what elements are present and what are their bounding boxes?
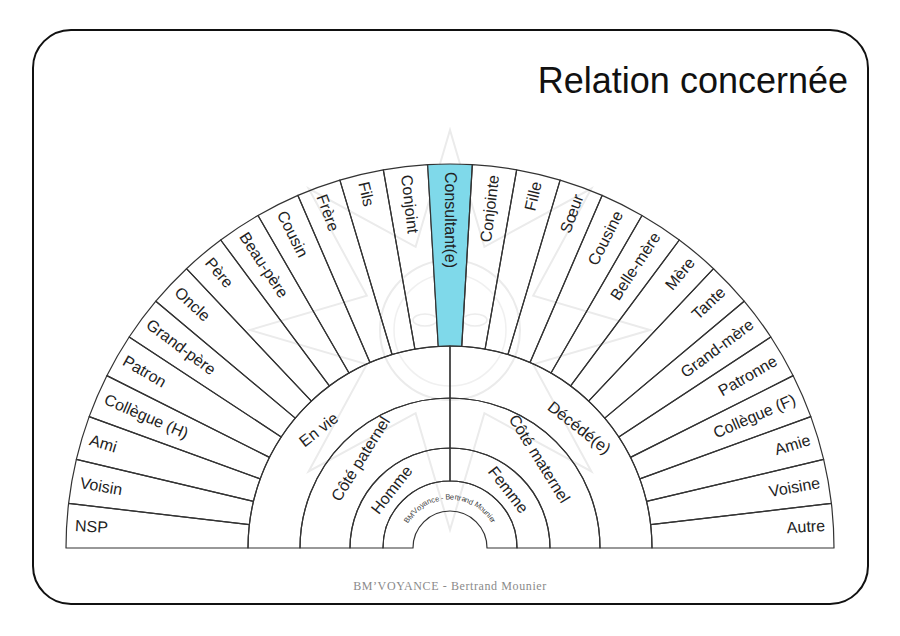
segment-outline [129,301,295,437]
segment-outline [383,481,517,548]
relation-label: Autre [787,517,826,537]
footer-credit: BM’VOYANCE - Bertrand Mounier [353,579,547,594]
ring-segment: Décédé(e) [448,344,654,550]
category-label: Homme [368,462,417,517]
segment-outline [298,180,392,362]
segment-shape [246,344,452,550]
curved-letter: B [445,492,450,501]
ring-segment: Fille [483,167,563,357]
category-label: Décédé(e) [544,398,614,458]
relation-label: Beau-père [236,229,292,301]
ring-segment: Frère [295,178,395,365]
segment-outline [631,376,811,479]
ring-segment: Autre [648,501,836,550]
segment-shape [381,479,519,550]
sun-watermark-eye [463,314,487,326]
relation-label: Consultant(e) [441,172,459,268]
sun-watermark-eye [413,314,437,326]
relation-label: Fille [521,180,545,213]
segment-outline [428,164,473,346]
chart-title: Relation concernée [538,60,848,102]
segment-shape [448,344,654,550]
ring-segment: Collègue (F) [628,373,813,481]
relation-label: Grand-père [143,316,219,379]
relation-label: Amie [773,432,813,460]
segment-outline [619,337,793,457]
segment-shape [483,167,563,357]
relation-label: Voisin [78,474,123,499]
relation-label: Tante [689,283,730,323]
segment-outline [450,346,652,548]
page-frame [33,30,868,604]
relation-label: Collègue (H) [101,391,191,443]
ring-segment: Voisine [644,457,834,527]
relation-label: Père [201,254,237,291]
segment-outline [350,448,450,548]
relation-label: Conjointe [477,173,503,242]
ring-segment: Côté maternel [448,396,602,550]
relation-label: Sœur [556,192,587,236]
segment-shape [255,193,372,376]
segment-outline [89,376,269,479]
ring-segment: Belle-mère [549,213,682,388]
relation-label: Belle-mère [607,229,665,304]
segment-outline [551,215,679,386]
ring-segment: Cousin [255,193,372,376]
curved-credit: BM'Voyance - Bertrand Mounier [381,479,519,550]
relation-label: Patronne [715,352,780,400]
segment-outline [508,180,602,362]
segment-outline [66,503,249,548]
relation-label: Cousine [584,208,626,269]
relation-label: Collègue (F) [711,391,799,442]
ring-segment: Grand-père [127,299,298,439]
category-label: Femme [484,463,532,517]
segment-shape [295,178,395,365]
ring-segment: Côté paternel [298,396,452,550]
ring-segment: En vie [246,344,452,550]
segment-outline [462,165,517,349]
segment-outline [69,459,254,524]
ring-segment: Sœur [505,178,605,365]
relation-label: Voisine [768,474,822,501]
relation-label: Conjoint [397,173,422,233]
segment-outline [651,503,834,548]
ring-segment: NSP [64,501,252,550]
segment-outline [485,170,560,355]
segment-outline [450,398,600,548]
relation-label: Fils [355,180,378,208]
relation-label: Frère [313,192,343,234]
relation-label: Ami [87,432,119,457]
ring-segment: Collègue (H) [87,373,272,481]
segment-outline [258,195,370,373]
ring-segment: Patronne [616,334,796,460]
ring-segment: BM'Voyance - Bertrand Mounier [381,479,519,550]
curved-letter: - [440,493,444,502]
relation-label: NSP [74,517,108,537]
segment-outline [450,448,550,548]
relation-label: Mère [661,254,698,293]
segment-outline [248,346,450,548]
ring-segment: Mère [568,237,716,404]
segment-outline [300,398,450,548]
category-label: En vie [296,409,342,451]
segment-outline [640,417,824,502]
segment-shape [505,178,605,365]
